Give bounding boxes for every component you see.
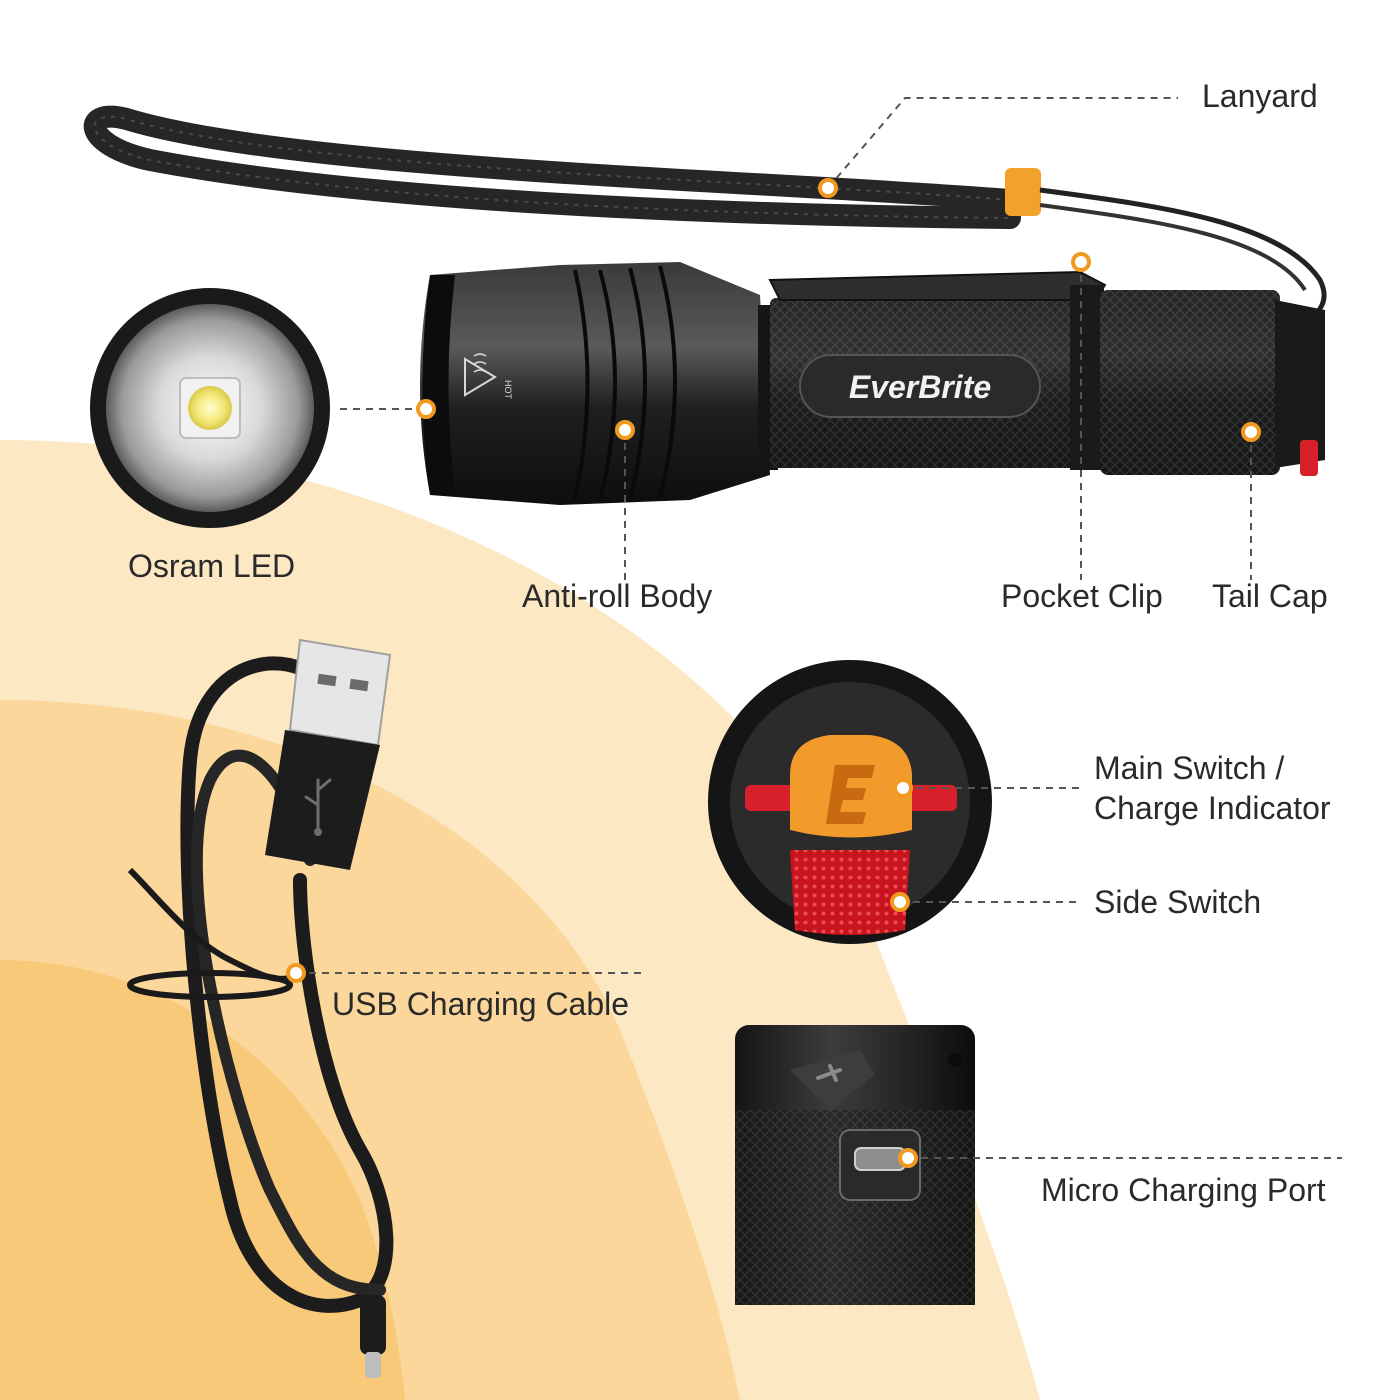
lanyard: [83, 105, 1327, 322]
dot-anti-roll: [615, 420, 635, 440]
label-osram-led: Osram LED: [128, 548, 296, 584]
dot-main-switch: [893, 778, 913, 798]
label-side-switch: Side Switch: [1094, 884, 1262, 920]
usb-cable: [127, 638, 394, 1378]
cable-loop-1: [180, 656, 394, 1313]
label-main-switch-line1: Main Switch /: [1094, 750, 1285, 786]
usb-a-metal: [288, 638, 392, 747]
side-switch-red: [790, 850, 910, 935]
leader-lanyard: [827, 97, 1178, 189]
label-main-switch: Main Switch / Charge Indicator: [1094, 748, 1331, 828]
label-anti-roll-body: Anti-roll Body: [522, 578, 713, 614]
bg-arc-dark: [0, 960, 405, 1400]
main-switch-orange: [790, 735, 912, 838]
dot-osram: [416, 399, 436, 419]
label-lanyard: Lanyard: [1202, 78, 1318, 114]
port-closeup: [735, 1025, 975, 1305]
lanyard-cord: [1039, 187, 1327, 322]
brand-logo: EverBrite: [849, 369, 991, 405]
usb-c-plug: [360, 1295, 386, 1355]
dot-micro-port: [898, 1148, 918, 1168]
label-pocket-clip: Pocket Clip: [1001, 578, 1163, 614]
osram-led-face: [90, 288, 330, 528]
tail-closeup: [708, 660, 992, 944]
dot-side-switch: [890, 892, 910, 912]
label-tail-cap: Tail Cap: [1212, 578, 1328, 614]
tail-red-switch: [1300, 440, 1318, 476]
label-usb-cable: USB Charging Cable: [332, 986, 630, 1022]
label-main-switch-line2: Charge Indicator: [1094, 790, 1331, 826]
cable-loop-2: [190, 749, 386, 1296]
heat-warning-icon: [464, 353, 497, 397]
pocket-clip: [768, 270, 1107, 301]
dot-lanyard: [818, 178, 838, 198]
logo-plate: [799, 354, 1041, 418]
e-logo-icon: [826, 765, 875, 824]
dot-pocket-clip: [1071, 252, 1091, 272]
leader-lines: [296, 97, 1342, 1159]
dot-tail-cap: [1241, 422, 1261, 442]
usb-symbol-icon: [304, 778, 332, 836]
dot-usb-cable: [286, 963, 306, 983]
port-cover: [790, 1050, 875, 1110]
usb-a-housing: [265, 730, 380, 870]
hot-mark: HOT: [503, 380, 513, 400]
lanyard-slider: [1005, 168, 1041, 216]
label-micro-port: Micro Charging Port: [1041, 1172, 1326, 1208]
micro-usb-port: [854, 1147, 906, 1171]
flashlight: HOT EverBrite: [420, 262, 1325, 505]
flashlight-head: [420, 262, 770, 505]
lanyard-strap: [83, 105, 1021, 229]
callout-dots: [286, 178, 1261, 1168]
